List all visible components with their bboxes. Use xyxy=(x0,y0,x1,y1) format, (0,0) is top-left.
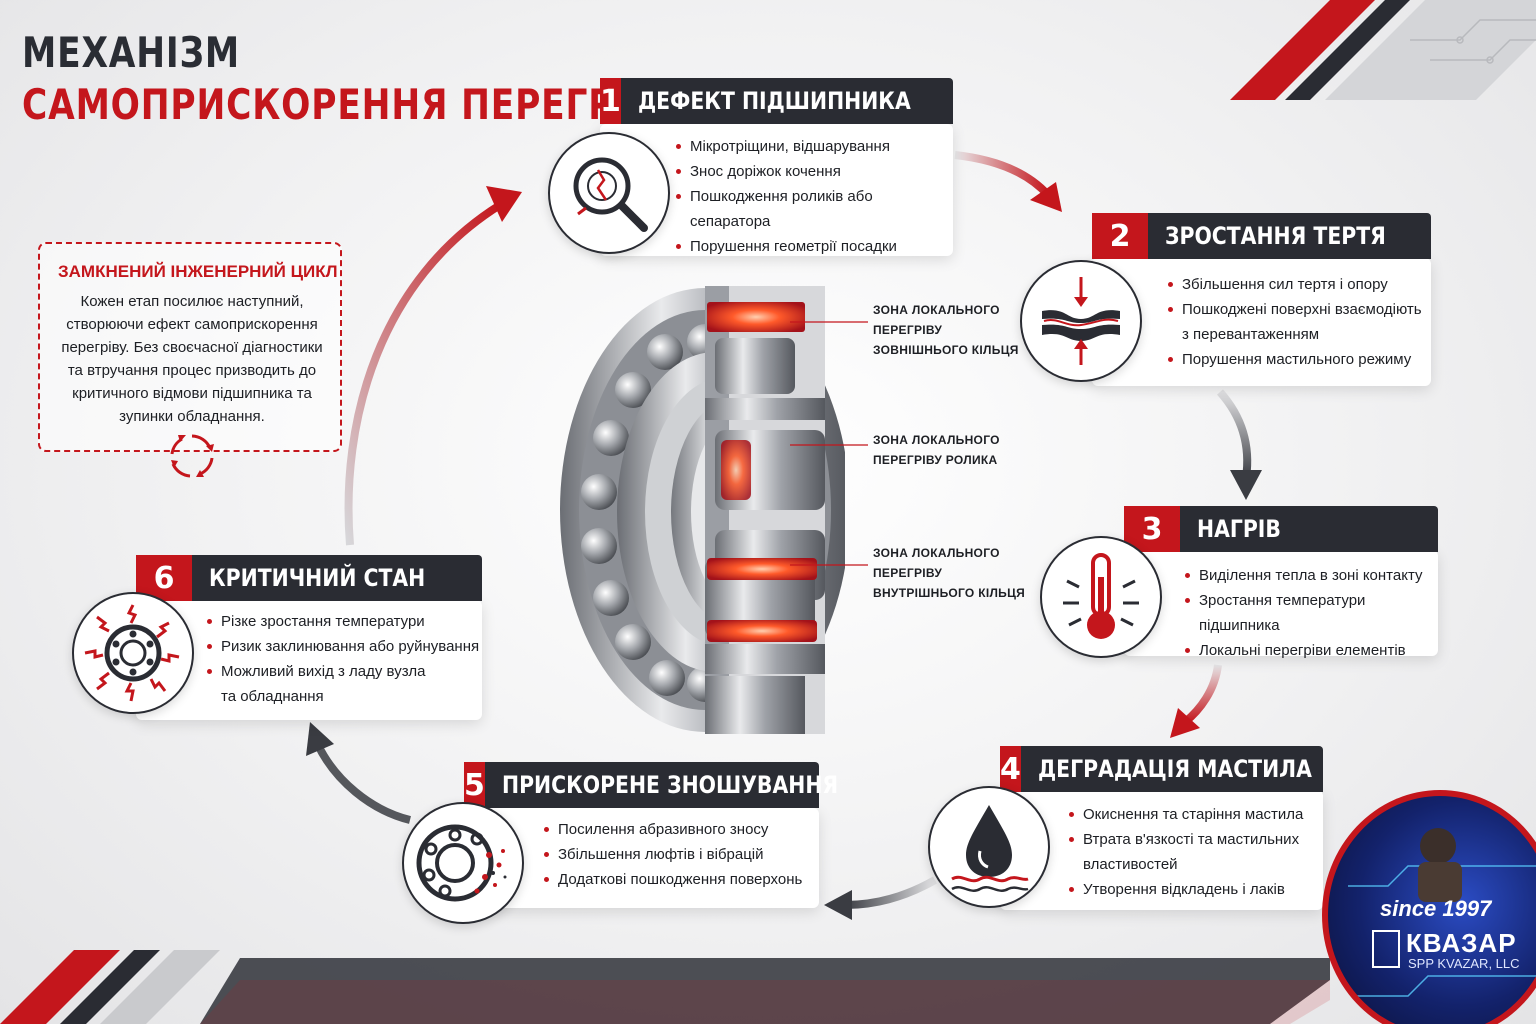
stage-icon-circle-3 xyxy=(1040,536,1162,658)
stage-bullets-6: Різке зростання температури Ризик заклин… xyxy=(205,609,481,709)
zone-label-inner-ring: ЗОНА ЛОКАЛЬНОГО ПЕРЕГРІВУ ВНУТРІШНЬОГО К… xyxy=(873,546,1026,600)
bottom-dark-band xyxy=(200,958,1330,1024)
logo-company-name: КВАЗАР xyxy=(1406,928,1517,958)
zone-label-roller: ЗОНА ЛОКАЛЬНОГО ПЕРЕГРІВУ РОЛИКА xyxy=(873,433,1000,467)
list-item: Мікротріщини, відшарування xyxy=(674,134,954,159)
stage-number-5: 5 xyxy=(464,762,485,808)
stage-number-1: 1 xyxy=(600,78,621,124)
list-item: властивостей xyxy=(1083,856,1178,873)
list-item: Утворення відкладень і лаків xyxy=(1067,877,1323,902)
list-item: Виділення тепла в зоні контакту xyxy=(1183,563,1439,588)
list-item: Порушення мастильного режиму xyxy=(1166,347,1432,372)
company-logo-badge: since 1997 КВАЗАР SPP KVAZAR, LLC xyxy=(1322,790,1536,1024)
stage-icon-circle-1 xyxy=(548,132,670,254)
list-item: Окиснення та старіння мастила xyxy=(1067,802,1323,827)
thermometer-icon xyxy=(1063,553,1139,639)
stage-bullets-5: Посилення абразивного зносу Збільшення л… xyxy=(542,817,820,892)
stage-icon-circle-5 xyxy=(402,802,524,924)
stage-bullets-4: Окиснення та старіння мастила Втрата в'я… xyxy=(1067,802,1323,902)
stage-number-4: 4 xyxy=(1000,746,1021,792)
stage-icon-circle-2 xyxy=(1020,260,1142,382)
list-item: з перевантаженням xyxy=(1182,326,1320,343)
stage-card-3 xyxy=(1124,550,1438,656)
list-item: Збільшення сил тертя і опору xyxy=(1166,272,1432,297)
stage-header-2: 2 ЗРОСТАННЯ ТЕРТЯ xyxy=(1092,213,1431,259)
stage-title-4: ДЕГРАДАЦІЯ МАСТИЛА xyxy=(1037,755,1312,783)
stage-icon-circle-4 xyxy=(928,786,1050,908)
stage-bullets-1: Мікротріщини, відшарування Знос доріжок … xyxy=(674,134,954,259)
logo-company-sub: SPP KVAZAR, LLC xyxy=(1408,956,1520,971)
stage-header-6: 6 КРИТИЧНИЙ СТАН xyxy=(136,555,482,601)
list-item: Посилення абразивного зносу xyxy=(542,817,820,842)
logo-since-text: since 1997 xyxy=(1380,896,1492,921)
page-title-line1: МЕХАНІЗМ xyxy=(22,28,240,77)
list-item: Знос доріжок кочення xyxy=(674,159,954,184)
stage-icon-circle-6 xyxy=(72,592,194,714)
worn-bearing-particles-icon xyxy=(416,824,507,902)
oil-drop-icon xyxy=(951,805,1029,892)
stage-card-6 xyxy=(136,600,482,720)
stage-title-5: ПРИСКОРЕНЕ ЗНОШУВАННЯ xyxy=(501,771,838,799)
cycle-info-text: Кожен етап посилює наступний, створюючи … xyxy=(61,293,323,425)
stage-title-2: ЗРОСТАННЯ ТЕРТЯ xyxy=(1165,222,1386,250)
corner-stripes-top-right xyxy=(1230,0,1536,100)
stage-title-1: ДЕФЕКТ ПІДШИПНИКА xyxy=(637,87,911,115)
stage-bullets-3: Виділення тепла в зоні контакту Зростанн… xyxy=(1183,563,1439,663)
list-item: Порушення геометрії посадки xyxy=(674,234,954,259)
friction-surfaces-icon xyxy=(1042,277,1120,365)
logo-mark-icon xyxy=(1372,930,1400,968)
corner-stripes-bottom-left xyxy=(0,950,220,1024)
stage-title-3: НАГРІВ xyxy=(1197,515,1281,543)
list-item: Можливий вихід з ладу вузла xyxy=(205,659,481,684)
stage-title-6: КРИТИЧНИЙ СТАН xyxy=(209,564,426,592)
list-item: Зростання температури підшипника xyxy=(1183,588,1439,638)
cycle-arrows-icon xyxy=(170,434,214,478)
list-item: Втрата в'язкості та мастильних xyxy=(1067,827,1323,852)
magnifier-bearing-crack-icon xyxy=(573,157,648,232)
stage-header-5: 5 ПРИСКОРЕНЕ ЗНОШУВАННЯ xyxy=(464,762,838,808)
stage-header-3: 3 НАГРІВ xyxy=(1124,506,1438,552)
cycle-info-title: ЗАМКНЕНИЙ ІНЖЕНЕРНИЙ ЦИКЛ xyxy=(58,262,338,281)
list-item: Локальні перегріви елементів xyxy=(1183,638,1439,663)
list-item: Додаткові пошкодження поверхонь xyxy=(542,867,820,892)
bearing-cutaway-illustration xyxy=(560,286,845,734)
bearing-failure-icon xyxy=(84,604,180,702)
list-item: Ризик заклинювання або руйнування xyxy=(205,634,481,659)
list-item: Різке зростання температури xyxy=(205,609,481,634)
cycle-info-box: ЗАМКНЕНИЙ ІНЖЕНЕРНИЙ ЦИКЛ Кожен етап пос… xyxy=(38,242,342,478)
stage-header-1: 1 ДЕФЕКТ ПІДШИПНИКА xyxy=(600,78,953,124)
page-title-line2: САМОПРИСКОРЕННЯ ПЕРЕГРІВУ xyxy=(22,80,683,129)
stage-header-4: 4 ДЕГРАДАЦІЯ МАСТИЛА xyxy=(1000,746,1323,792)
list-item: Пошкодження роликів або сепаратора xyxy=(674,184,954,234)
stage-number-2: 2 xyxy=(1092,213,1148,259)
zone-label-outer-ring: ЗОНА ЛОКАЛЬНОГО ПЕРЕГРІВУ ЗОВНІШНЬОГО КІ… xyxy=(873,303,1019,357)
list-item: Пошкоджені поверхні взаємодіють xyxy=(1166,297,1432,322)
list-item: Збільшення люфтів і вібрацій xyxy=(542,842,820,867)
stage-card-2 xyxy=(1092,258,1431,386)
list-item: та обладнання xyxy=(221,688,324,705)
logo-tech-lines xyxy=(1328,828,1536,997)
stage-bullets-2: Збільшення сил тертя і опору Пошкоджені … xyxy=(1166,272,1432,372)
stage-card-4 xyxy=(1000,790,1323,910)
